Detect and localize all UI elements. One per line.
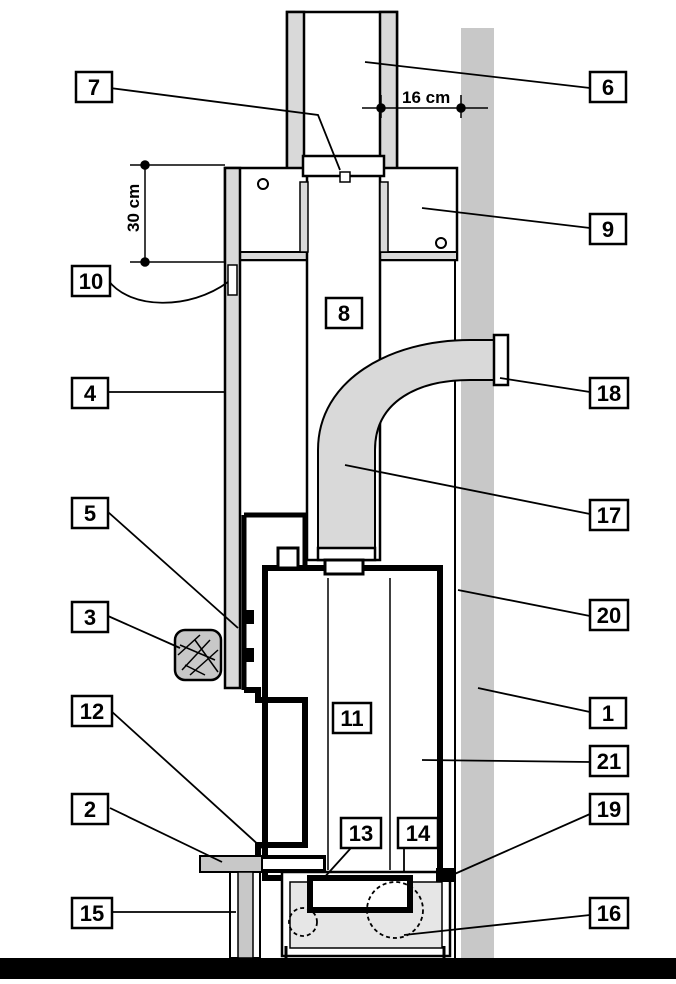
callout-label: 1: [602, 701, 614, 726]
callout-5: 5: [70, 496, 110, 530]
leader-lines: [107, 61, 591, 936]
callout-box: [70, 376, 110, 410]
callout-box: [70, 792, 110, 826]
callout-label: 17: [597, 503, 621, 528]
dimension-horizontal-label: 16 cm: [402, 88, 450, 107]
air-duct-hose: [316, 333, 510, 562]
fan-circle-left: [288, 907, 318, 937]
duct-outlet-collar: [492, 333, 510, 387]
callout-label: 6: [602, 75, 614, 100]
callout-label: 10: [79, 269, 103, 294]
callout-box: [70, 496, 110, 530]
callout-box: [70, 694, 114, 728]
callout-14: 14: [396, 816, 440, 850]
callout-label: 14: [406, 821, 431, 846]
callout-10: 10: [70, 264, 112, 298]
callout-box: [70, 600, 110, 634]
air-grille: [173, 628, 223, 682]
callout-label: 9: [602, 217, 614, 242]
callout-19: 19: [588, 792, 630, 826]
callout-3: 3: [70, 600, 110, 634]
callout-7: 7: [74, 70, 114, 104]
callout-box: [588, 376, 630, 410]
front-cladding: [223, 166, 242, 690]
callout-label: 4: [84, 381, 97, 406]
dimension-30cm: [130, 160, 225, 267]
callout-box: [588, 212, 628, 246]
callout-box: [324, 296, 364, 330]
callout-label: 19: [597, 797, 621, 822]
callout-label: 15: [80, 901, 104, 926]
vent-hole-2: [435, 237, 447, 249]
callout-box: [588, 70, 628, 104]
callout-11: 11: [331, 701, 373, 735]
callout-label: 11: [340, 706, 363, 731]
callout-label: 2: [84, 797, 96, 822]
callout-box: [588, 896, 630, 930]
callout-box: [588, 744, 630, 778]
callout-17: 17: [588, 498, 630, 532]
callout-16: 16: [588, 896, 630, 930]
fan-circle-right: [366, 881, 424, 939]
callout-box: [588, 498, 630, 532]
callout-label: 20: [597, 603, 621, 628]
callout-2: 2: [70, 792, 110, 826]
base-assembly: [280, 868, 456, 958]
callout-box: [588, 696, 628, 730]
callout-label: 7: [88, 75, 100, 100]
callout-box: [70, 264, 112, 298]
callout-13: 13: [339, 816, 383, 850]
callout-15: 15: [70, 896, 114, 930]
dimension-vertical-label: 30 cm: [124, 184, 143, 232]
callout-8: 8: [324, 296, 364, 330]
callout-6: 6: [588, 70, 628, 104]
support-leg: [229, 871, 261, 959]
callout-box: [588, 792, 630, 826]
callout-9: 9: [588, 212, 628, 246]
callout-label: 18: [597, 381, 621, 406]
front-brackets: [242, 610, 254, 662]
callout-label: 5: [84, 501, 96, 526]
callout-label: 16: [597, 901, 621, 926]
callout-box: [396, 816, 440, 850]
callout-box: [74, 70, 114, 104]
callout-box: [588, 598, 630, 632]
callout-box: [339, 816, 383, 850]
callout-box: [70, 896, 114, 930]
callout-label: 12: [80, 699, 104, 724]
floor: [0, 958, 676, 979]
callout-label: 8: [338, 301, 350, 326]
callout-18: 18: [588, 376, 630, 410]
callout-1: 1: [588, 696, 628, 730]
callout-label: 3: [84, 605, 96, 630]
dimension-16cm: [362, 95, 488, 118]
callout-12: 12: [70, 694, 114, 728]
callout-label: 21: [597, 749, 621, 774]
callout-20: 20: [588, 598, 630, 632]
callout-label: 13: [349, 821, 373, 846]
hearth-plate: [199, 855, 326, 873]
callout-box: [331, 701, 373, 735]
vent-hole-1: [257, 178, 269, 190]
callout-4: 4: [70, 376, 110, 410]
callout-21: 21: [588, 744, 630, 778]
